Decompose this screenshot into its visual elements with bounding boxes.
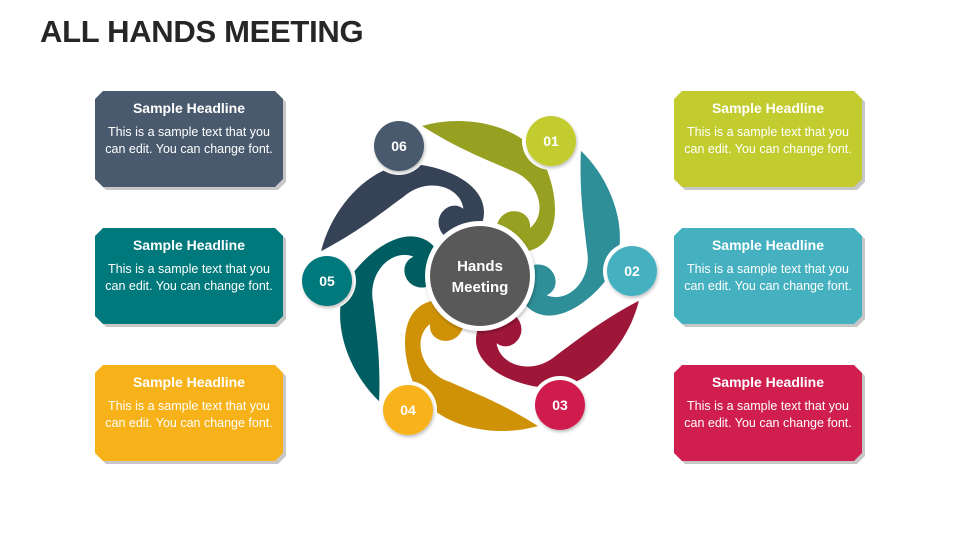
step-badge-04: 04 [379, 381, 437, 439]
step-number: 05 [319, 273, 335, 289]
step-badge-05: 05 [298, 252, 356, 310]
card-body: This is a sample text that you can edit.… [684, 399, 852, 430]
card-headline: Sample Headline [711, 100, 825, 116]
step-badge-02: 02 [603, 242, 661, 300]
card-body: This is a sample text that you can edit.… [105, 399, 273, 430]
card-headline: Sample Headline [132, 374, 246, 390]
card-body: This is a sample text that you can edit.… [684, 125, 852, 156]
step-badge-06: 06 [370, 117, 428, 175]
card-headline: Sample Headline [711, 237, 825, 253]
card-body: This is a sample text that you can edit.… [105, 125, 273, 156]
step-number: 01 [543, 133, 559, 149]
hub: Hands Meeting [425, 221, 535, 331]
card-step-05: Sample Headline This is a sample text th… [95, 228, 283, 324]
card-step-04: Sample Headline This is a sample text th… [95, 365, 283, 461]
card-step-01: Sample Headline This is a sample text th… [674, 91, 862, 187]
step-number: 06 [391, 138, 407, 154]
card-body: This is a sample text that you can edit.… [684, 262, 852, 293]
step-number: 02 [624, 263, 640, 279]
card-headline: Sample Headline [132, 237, 246, 253]
card-body: This is a sample text that you can edit.… [105, 262, 273, 293]
card-step-02: Sample Headline This is a sample text th… [674, 228, 862, 324]
step-number: 03 [552, 397, 568, 413]
card-headline: Sample Headline [711, 374, 825, 390]
step-badge-03: 03 [531, 376, 589, 434]
card-step-06: Sample Headline This is a sample text th… [95, 91, 283, 187]
slide-title: ALL HANDS MEETING [40, 14, 364, 49]
step-badges: 01 02 03 04 05 06 [298, 112, 661, 439]
hub-label-line1: Hands [457, 258, 503, 275]
step-number: 04 [400, 402, 416, 418]
step-badge-01: 01 [522, 112, 580, 170]
card-headline: Sample Headline [132, 100, 246, 116]
card-step-03: Sample Headline This is a sample text th… [674, 365, 862, 461]
hub-label-line2: Meeting [452, 279, 509, 296]
